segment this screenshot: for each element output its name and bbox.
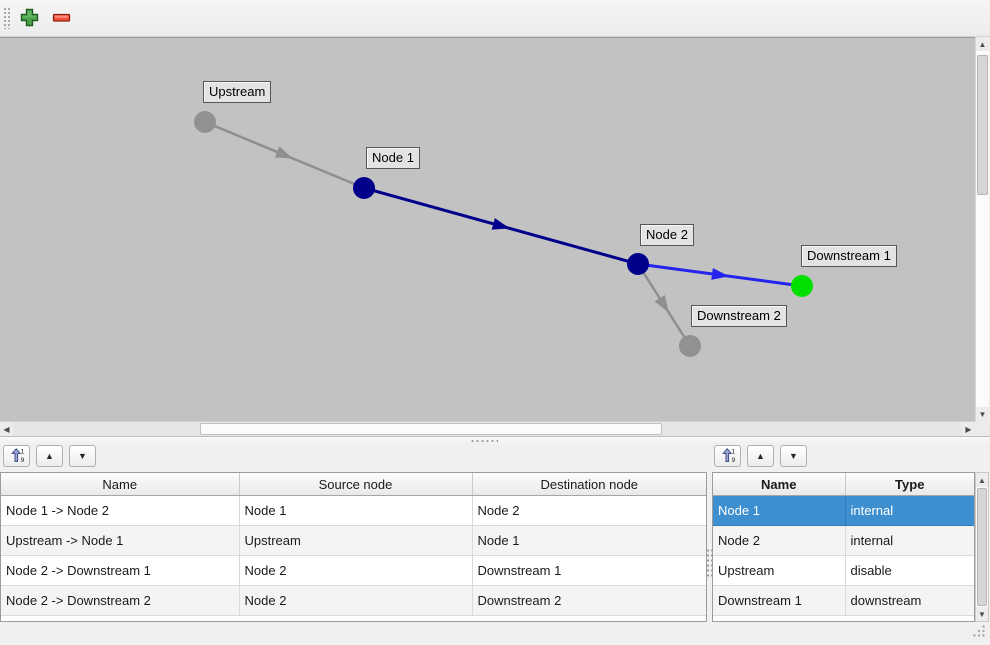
graph-node[interactable] [791, 275, 813, 297]
edges-move-up-button[interactable]: ▲ [36, 445, 63, 467]
svg-text:9: 9 [20, 457, 24, 463]
graph-node[interactable] [679, 335, 701, 357]
table-row[interactable]: Node 2internal [713, 526, 974, 556]
triangle-up-icon: ▲ [756, 451, 765, 461]
nodes-table-scrollbar[interactable]: ▲ ▼ [975, 472, 989, 622]
sort-ascending-icon: 1 9 [9, 447, 25, 465]
main-toolbar [0, 0, 990, 37]
vertical-scrollbar-thumb[interactable] [977, 55, 988, 195]
column-header[interactable]: Name [713, 473, 845, 496]
node-label[interactable]: Node 2 [640, 224, 694, 246]
table-cell[interactable]: Node 1 [713, 496, 845, 526]
table-row[interactable]: Upstreamdisable [713, 556, 974, 586]
table-header-row: NameSource nodeDestination node [1, 473, 706, 496]
triangle-down-icon: ▼ [78, 451, 87, 461]
window-resize-grip-icon[interactable] [972, 624, 986, 641]
scroll-left-arrow-icon[interactable]: ◀ [0, 422, 13, 436]
column-header[interactable]: Name [1, 473, 239, 496]
node-label[interactable]: Downstream 1 [801, 245, 897, 267]
remove-node-button[interactable] [50, 8, 72, 30]
edge-arrow-icon [275, 146, 293, 158]
toolbar-drag-handle[interactable] [3, 7, 10, 29]
table-row[interactable]: Downstream 1downstream [713, 586, 974, 616]
minus-icon [52, 8, 71, 30]
edge-arrow-icon [711, 268, 729, 280]
graph-node[interactable] [627, 253, 649, 275]
edge-arrow-icon [655, 295, 669, 313]
table-cell[interactable]: Upstream [713, 556, 845, 586]
scroll-down-arrow-icon[interactable]: ▼ [976, 607, 988, 621]
nodes-sort-button[interactable]: 1 9 [714, 445, 741, 467]
table-cell[interactable]: Node 2 -> Downstream 2 [1, 586, 239, 616]
column-header[interactable]: Type [845, 473, 974, 496]
table-cell[interactable]: Downstream 1 [713, 586, 845, 616]
horizontal-pane-splitter[interactable] [0, 436, 990, 444]
nodes-table: NameTypeNode 1internalNode 2internalUpst… [712, 472, 975, 622]
table-row[interactable]: Node 1internal [713, 496, 974, 526]
table-row[interactable]: Node 2 -> Downstream 1Node 2Downstream 1 [1, 556, 706, 586]
table-cell[interactable]: Downstream 1 [472, 556, 706, 586]
plus-icon [20, 8, 39, 30]
column-header[interactable]: Source node [239, 473, 472, 496]
triangle-down-icon: ▼ [789, 451, 798, 461]
svg-text:1: 1 [731, 449, 735, 456]
edge-arrow-icon [492, 218, 510, 230]
edges-table: NameSource nodeDestination nodeNode 1 ->… [0, 472, 707, 622]
table-cell[interactable]: Node 2 [472, 496, 706, 526]
add-node-button[interactable] [18, 8, 40, 30]
triangle-up-icon: ▲ [45, 451, 54, 461]
table-cell[interactable]: Upstream -> Node 1 [1, 526, 239, 556]
vertical-scrollbar-thumb[interactable] [977, 488, 987, 606]
graph-canvas[interactable]: UpstreamNode 1 Node 2 Downstream 1 Downstre… [0, 37, 975, 421]
table-cell[interactable]: Downstream 2 [472, 586, 706, 616]
table-cell[interactable]: internal [845, 496, 974, 526]
table-row[interactable]: Node 2 -> Downstream 2Node 2Downstream 2 [1, 586, 706, 616]
graph-node[interactable] [194, 111, 216, 133]
scrollbar-corner [975, 421, 990, 436]
canvas-horizontal-scrollbar[interactable]: ◀ ▶ [0, 421, 975, 436]
svg-text:9: 9 [731, 457, 735, 463]
table-cell[interactable]: downstream [845, 586, 974, 616]
canvas-vertical-scrollbar[interactable]: ▲ ▼ [975, 37, 989, 421]
column-header[interactable]: Destination node [472, 473, 706, 496]
status-bar [0, 623, 990, 645]
edges-move-down-button[interactable]: ▼ [69, 445, 96, 467]
node-label[interactable]: Node 1 [366, 147, 420, 169]
svg-text:1: 1 [20, 449, 24, 456]
horizontal-scrollbar-thumb[interactable] [200, 423, 662, 435]
scroll-up-arrow-icon[interactable]: ▲ [976, 473, 988, 487]
edges-sort-button[interactable]: 1 9 [3, 445, 30, 467]
graph-node[interactable] [353, 177, 375, 199]
table-cell[interactable]: Node 2 [239, 586, 472, 616]
nodes-move-down-button[interactable]: ▼ [780, 445, 807, 467]
node-label[interactable]: Downstream 2 [691, 305, 787, 327]
node-label[interactable]: Upstream [203, 81, 271, 103]
table-cell[interactable]: Node 1 [239, 496, 472, 526]
scroll-up-arrow-icon[interactable]: ▲ [976, 37, 989, 51]
table-cell[interactable]: Node 2 [713, 526, 845, 556]
table-cell[interactable]: Node 2 -> Downstream 1 [1, 556, 239, 586]
table-row[interactable]: Upstream -> Node 1UpstreamNode 1 [1, 526, 706, 556]
graph-svg [0, 38, 975, 421]
nodes-move-up-button[interactable]: ▲ [747, 445, 774, 467]
table-cell[interactable]: disable [845, 556, 974, 586]
scroll-down-arrow-icon[interactable]: ▼ [976, 407, 989, 421]
table-cell[interactable]: internal [845, 526, 974, 556]
table-cell[interactable]: Upstream [239, 526, 472, 556]
sort-ascending-icon: 1 9 [720, 447, 736, 465]
table-cell[interactable]: Node 2 [239, 556, 472, 586]
table-cell[interactable]: Node 1 -> Node 2 [1, 496, 239, 526]
scroll-right-arrow-icon[interactable]: ▶ [962, 422, 975, 436]
table-header-row: NameType [713, 473, 974, 496]
table-row[interactable]: Node 1 -> Node 2Node 1Node 2 [1, 496, 706, 526]
table-cell[interactable]: Node 1 [472, 526, 706, 556]
splitter-grip-icon [470, 439, 498, 443]
